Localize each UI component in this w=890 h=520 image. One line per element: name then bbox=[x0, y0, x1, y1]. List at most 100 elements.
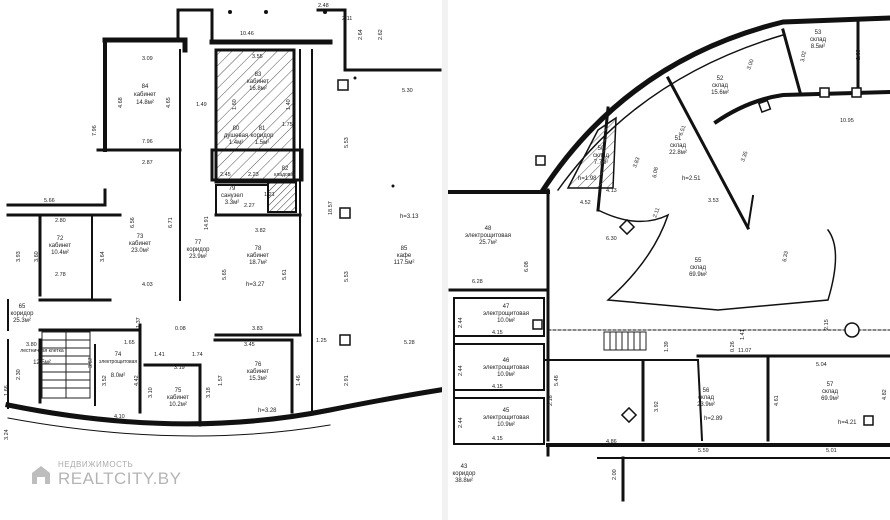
room-area: 23.0м² bbox=[131, 248, 149, 254]
room-area: 10.4м² bbox=[51, 250, 69, 256]
dimension-label: 1.65 bbox=[124, 340, 135, 346]
dimension-label: 2.48 bbox=[318, 3, 329, 9]
dimension-label: 1.21 bbox=[264, 192, 275, 198]
dimension-label: 6.30 bbox=[606, 236, 617, 242]
room-area: 10.2м² bbox=[169, 402, 187, 408]
staircase bbox=[41, 331, 91, 399]
dimension-label: 3.53 bbox=[708, 198, 719, 204]
dimension-label: 3.52 bbox=[102, 375, 108, 386]
panel-separator bbox=[442, 0, 448, 520]
room-name: склад bbox=[712, 83, 729, 89]
room-area: 18.7м² bbox=[249, 260, 267, 266]
room-area: 10.9м² bbox=[497, 372, 515, 378]
room-name: склад bbox=[593, 153, 610, 159]
dimension-label: 6.71 bbox=[168, 217, 174, 228]
dimension-label: 3.83 bbox=[252, 326, 263, 332]
dimension-label: 3.19 bbox=[174, 365, 185, 371]
room-label: 80 bbox=[233, 126, 240, 132]
room-name: склад bbox=[810, 37, 827, 43]
dimension-label: 1.41 bbox=[154, 352, 165, 358]
room-area: 117.5м² bbox=[394, 260, 415, 266]
columns bbox=[532, 87, 874, 426]
room-area: 23.9м² bbox=[189, 254, 207, 260]
ceiling-height: h=2.89 bbox=[704, 416, 723, 422]
room-label: 84 bbox=[142, 84, 149, 90]
dimension-label: 3.35 bbox=[740, 151, 749, 163]
dimension-label: 1.66 bbox=[4, 385, 10, 396]
room-area: 15.6м² bbox=[711, 90, 729, 96]
room-name: склад bbox=[698, 395, 715, 401]
room-label: 53 bbox=[815, 30, 822, 36]
room-name: электрощитовая bbox=[99, 359, 138, 365]
room-label: 65 bbox=[19, 304, 26, 310]
dimension-label: 0.08 bbox=[175, 326, 186, 332]
room-label: 52 bbox=[717, 76, 724, 82]
dimension-label: 1.75 bbox=[282, 122, 293, 128]
ceiling-height: h=3.13 bbox=[400, 214, 419, 220]
dimension-label: 4.86 bbox=[606, 439, 617, 445]
hatched-room-50 bbox=[566, 116, 617, 189]
dimension-label: 2.23 bbox=[248, 172, 259, 178]
room-label: 76 bbox=[255, 362, 262, 368]
dimension-label: 2.80 bbox=[55, 218, 66, 224]
dimension-label: 11.07 bbox=[738, 348, 751, 354]
room-label: 83 bbox=[255, 72, 262, 78]
dimension-label: 4.13 bbox=[606, 188, 617, 194]
room-area: 8.0м² bbox=[111, 373, 125, 379]
room-label: 75 bbox=[175, 388, 182, 394]
room-label: 50 bbox=[598, 146, 605, 152]
dimension-label: 1.74 bbox=[192, 352, 203, 358]
dimension-label: 4.03 bbox=[142, 282, 153, 288]
dimension-label: 1.39 bbox=[664, 341, 670, 352]
room-name: коридор bbox=[187, 247, 211, 253]
room-name: коридор bbox=[251, 133, 275, 139]
room-area: 10.0м² bbox=[497, 318, 515, 324]
dimension-label: 5.30 bbox=[402, 88, 413, 94]
room-name: кабинет bbox=[49, 243, 71, 249]
room-name: склад bbox=[822, 389, 839, 395]
misc-marks bbox=[228, 10, 395, 188]
room-name: душевая bbox=[224, 133, 248, 139]
dimension-label: 2.15 bbox=[824, 319, 830, 330]
dimension-label: 3.60 bbox=[34, 251, 40, 262]
ceiling-height: h=4.21 bbox=[838, 420, 857, 426]
dimension-label: 4.10 bbox=[114, 414, 125, 420]
house-logo-icon bbox=[32, 465, 50, 484]
room-label: 81 bbox=[259, 126, 266, 132]
dimension-label: 3.64 bbox=[100, 251, 106, 262]
dimension-label: 1.57 bbox=[218, 375, 224, 386]
dimension-label: 1.37 bbox=[136, 317, 142, 328]
dimension-label: 3.00 bbox=[746, 59, 755, 71]
dimension-label: 4.15 bbox=[492, 436, 503, 442]
room-label: 78 bbox=[255, 246, 262, 252]
dimension-label: 2.87 bbox=[142, 160, 153, 166]
room-label: 73 bbox=[137, 234, 144, 240]
dimension-label: 10.46 bbox=[240, 31, 254, 37]
room-area: 12.5м² bbox=[33, 360, 51, 366]
dimension-label: 2.11 bbox=[342, 16, 352, 22]
room-label: 74 bbox=[115, 352, 122, 358]
dimension-label: 3.24 bbox=[4, 429, 10, 440]
dimension-label: 5.28 bbox=[404, 340, 415, 346]
room-name: электрощитовая bbox=[483, 415, 529, 421]
dimension-label: 2.30 bbox=[16, 369, 22, 380]
dimension-label: 5.61 bbox=[282, 269, 288, 280]
room-label: 79 bbox=[229, 186, 236, 192]
room-area: 15.3м² bbox=[249, 376, 267, 382]
dimension-label: 5.65 bbox=[222, 269, 228, 280]
dimension-label: 1.60 bbox=[232, 99, 238, 110]
room-label: 51 bbox=[675, 136, 682, 142]
ceiling-height: h=3.28 bbox=[258, 408, 277, 414]
dimension-label: 2.44 bbox=[458, 317, 464, 328]
dimension-label: 1.46 bbox=[296, 375, 302, 386]
room-name: лестничная клетка bbox=[20, 348, 64, 354]
dimension-label: 18.57 bbox=[328, 201, 334, 215]
room-label: 77 bbox=[195, 240, 202, 246]
room-label: 46 bbox=[503, 358, 510, 364]
room-label: 56 bbox=[703, 388, 710, 394]
walls bbox=[448, 15, 890, 502]
watermark: НЕДВИЖИМОСТЬ REALTCITY.BY bbox=[30, 460, 181, 489]
walls bbox=[5, 8, 442, 437]
dimension-label: 5.48 bbox=[554, 375, 560, 386]
floor-plan-right: 53 склад 8.5м² 52 склад 15.6м² 51 склад … bbox=[448, 0, 890, 520]
